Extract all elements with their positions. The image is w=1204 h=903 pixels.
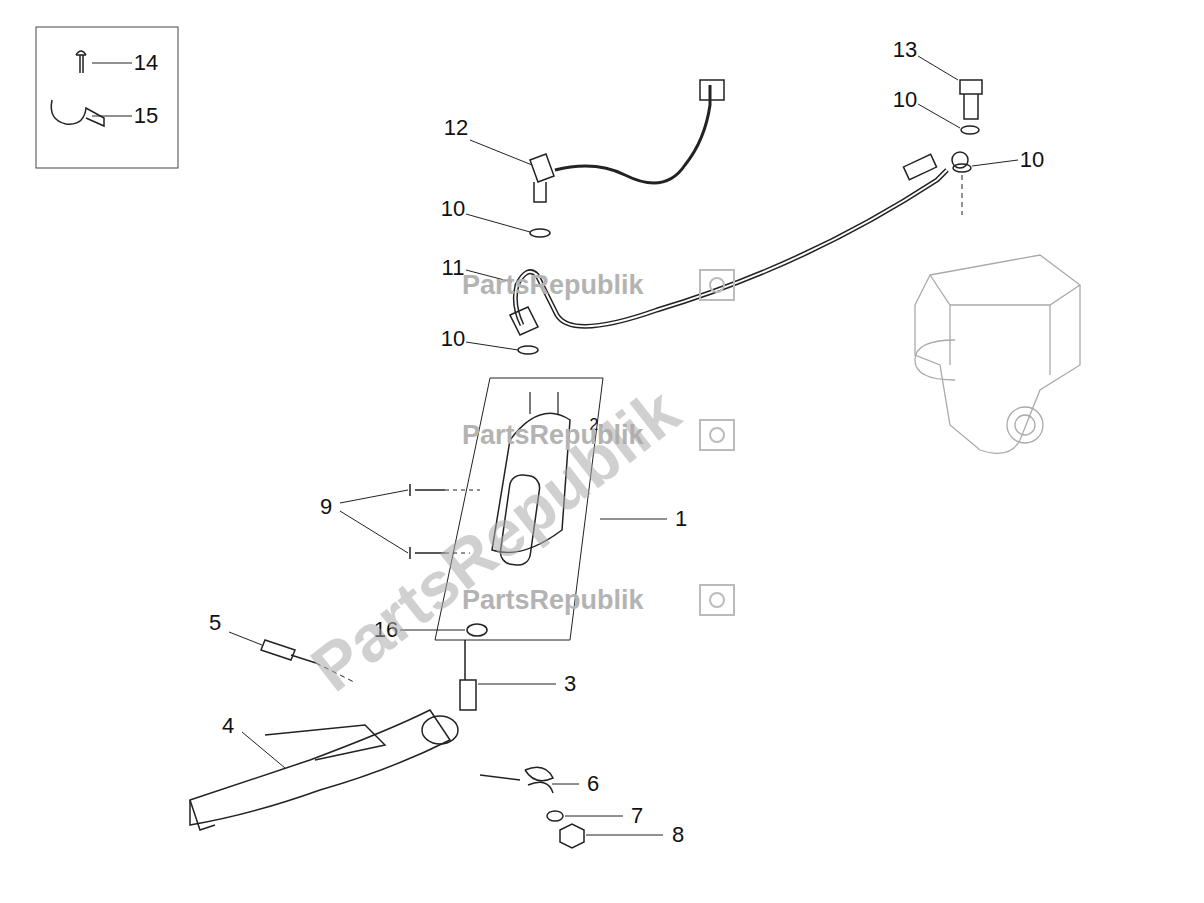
callout-number: 5 bbox=[209, 612, 221, 634]
callout-number: 10 bbox=[1020, 149, 1044, 171]
callout-number: 7 bbox=[631, 805, 643, 827]
callout-number: 10 bbox=[893, 89, 917, 111]
callout-number: 10 bbox=[441, 328, 465, 350]
watermark: PartsRepublik bbox=[462, 587, 644, 614]
callout-number: 14 bbox=[134, 52, 158, 74]
callout-number: 15 bbox=[134, 105, 158, 127]
callout-number: 8 bbox=[672, 824, 684, 846]
watermark: PartsRepublik bbox=[462, 272, 644, 299]
callout-number: 6 bbox=[587, 773, 599, 795]
callout-number: 4 bbox=[222, 715, 234, 737]
callout-number: 11 bbox=[442, 257, 465, 279]
callout-number: 1 bbox=[675, 508, 687, 530]
callout-number: 10 bbox=[441, 198, 465, 220]
callout-number: 13 bbox=[893, 39, 917, 61]
callout-number: 9 bbox=[320, 496, 332, 518]
callout-number: 3 bbox=[564, 673, 576, 695]
callout-number: 12 bbox=[444, 117, 468, 139]
